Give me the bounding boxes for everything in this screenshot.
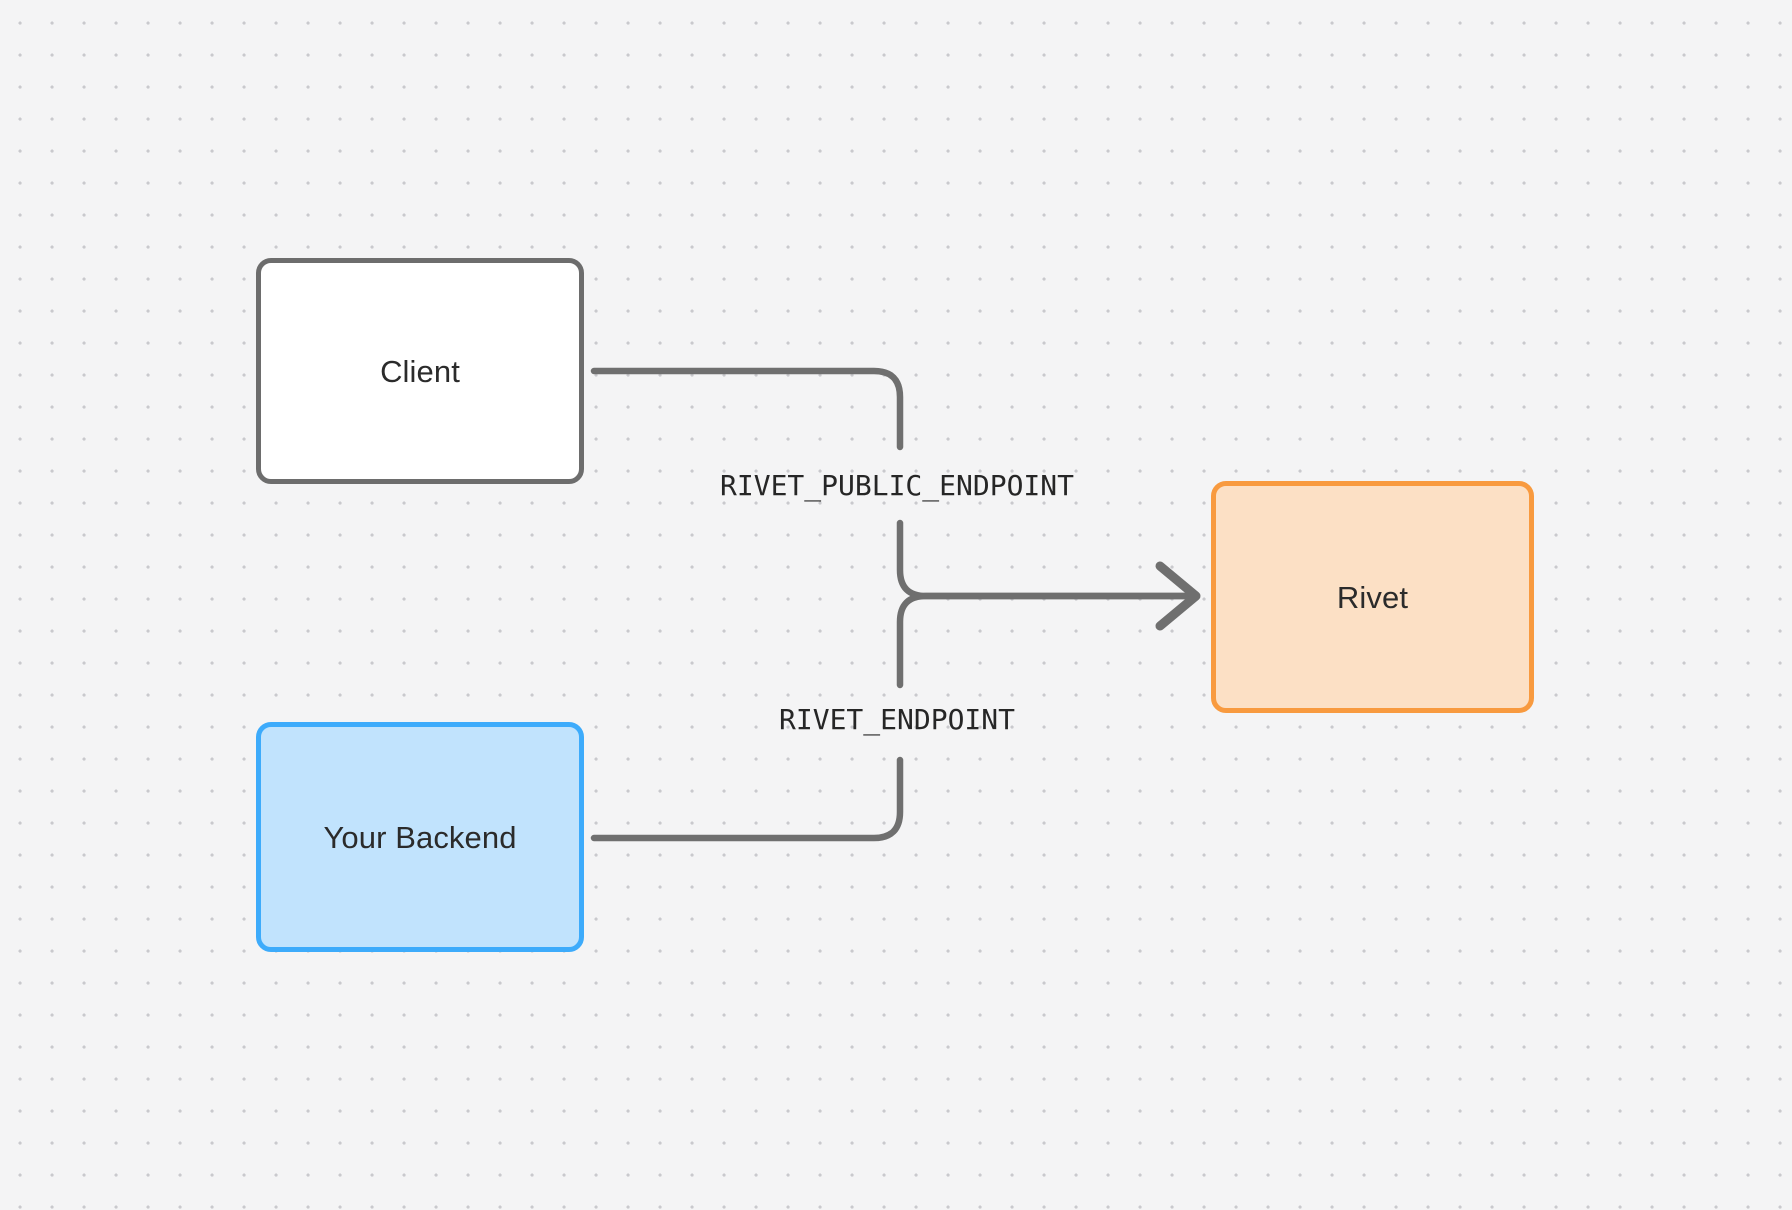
edge-backend-segment-a — [590, 756, 904, 842]
edge-label-rivet-public-endpoint: RIVET_PUBLIC_ENDPOINT — [719, 469, 1075, 502]
edge-client-segment-b — [896, 519, 1196, 600]
arrowhead-icon — [1155, 561, 1201, 631]
edge-label-rivet-endpoint: RIVET_ENDPOINT — [778, 703, 1016, 736]
node-rivet-label: Rivet — [1336, 579, 1409, 615]
node-client-label: Client — [380, 353, 460, 389]
node-client[interactable]: Client — [256, 258, 584, 484]
node-your-backend-label: Your Backend — [323, 819, 517, 855]
edge-backend-segment-b — [896, 592, 1196, 689]
node-rivet[interactable]: Rivet — [1211, 481, 1534, 713]
edge-client-segment-a — [590, 367, 904, 451]
node-your-backend[interactable]: Your Backend — [256, 722, 584, 952]
